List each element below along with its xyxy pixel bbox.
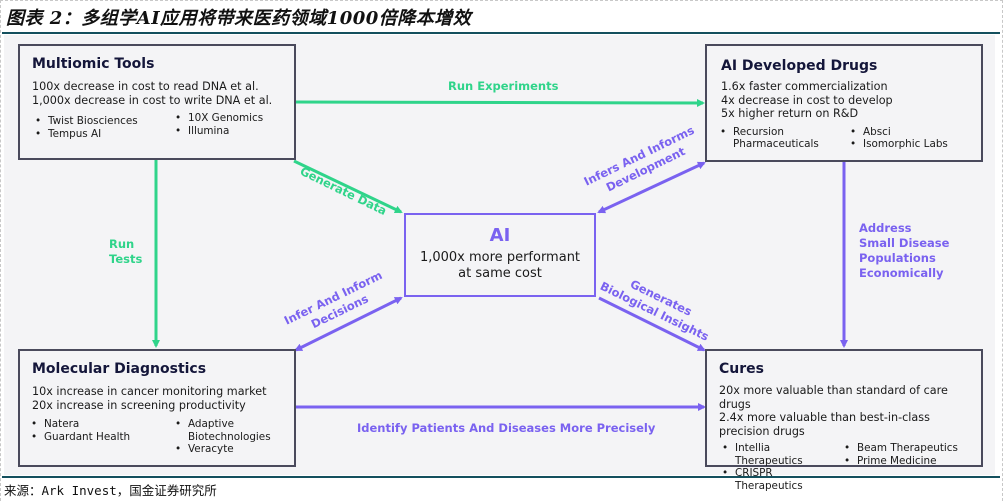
- box-ai-developed-drugs: AI Developed Drugs 1.6x faster commercia…: [705, 44, 983, 162]
- company-item: CRISPR Therapeutics: [719, 467, 841, 492]
- box-title: Cures: [719, 361, 764, 377]
- stat-line: 1.6x faster commercialization: [721, 80, 888, 93]
- box-molecular-diagnostics: Molecular Diagnostics 10x increase in ca…: [18, 349, 296, 467]
- label-line: Populations: [859, 251, 936, 265]
- label-line: Economically: [859, 266, 944, 280]
- stat-line: 20x increase in screening productivity: [32, 398, 246, 412]
- source-rule: [2, 476, 1000, 478]
- company-item: Prime Medicine: [841, 455, 958, 468]
- company-item: Isomorphic Labs: [847, 138, 948, 151]
- figure-title: 图表 2：多组学AI应用将带来医药领域1000倍降本增效: [6, 8, 472, 29]
- label-address-populations: Address Small Disease Populations Econom…: [859, 221, 949, 281]
- ai-subtitle-line: 1,000x more performant: [419, 250, 581, 265]
- arrow-run-experiments: [293, 98, 705, 107]
- stat-line: 20x more valuable than standard of care …: [719, 384, 948, 411]
- stat-line: 10x increase in cancer monitoring market: [32, 385, 267, 398]
- company-item: Recursion Pharmaceuticals: [717, 126, 833, 151]
- stat-line: 1,000x decrease in cost to write DNA et …: [32, 93, 273, 107]
- label-line: Address: [859, 221, 912, 235]
- label-run-experiments: Run Experiments: [448, 79, 559, 93]
- box-title: AI Developed Drugs: [721, 58, 878, 74]
- arrow-infers-development: [597, 161, 706, 214]
- title-rule: [2, 32, 1000, 34]
- box-title: Multiomic Tools: [32, 56, 155, 72]
- company-item: Illumina: [172, 125, 263, 138]
- arrow-generate-data: [293, 159, 403, 214]
- company-item: 10X Genomics: [172, 112, 263, 125]
- box-cures: Cures 20x more valuable than standard of…: [705, 349, 983, 492]
- ai-subtitle-line: at same cost: [458, 266, 542, 281]
- ai-center-box: AI 1,000x more performant at same cost: [404, 213, 596, 297]
- company-item: Veracyte: [172, 443, 278, 456]
- company-item: Beam Therapeutics: [841, 442, 958, 455]
- label-identify-patients: Identify Patients And Diseases More Prec…: [357, 421, 656, 435]
- arrow-generates-insights: [598, 296, 706, 352]
- arrow-infer-decisions: [294, 296, 403, 352]
- stat-line: 5x higher return on R&D: [721, 107, 859, 120]
- company-item: Intellia Therapeutics: [719, 442, 841, 467]
- label-line: Tests: [109, 252, 143, 266]
- label-line: Small Disease: [859, 236, 950, 250]
- ai-title: AI: [489, 225, 511, 246]
- company-item: Tempus AI: [32, 128, 172, 141]
- label-run-tests: Run Tests: [109, 237, 142, 267]
- company-item: Absci: [847, 126, 948, 139]
- company-item: Adaptive Biotechnologies: [172, 418, 278, 443]
- company-item: Twist Biosciences: [32, 115, 172, 128]
- box-title: Molecular Diagnostics: [32, 361, 207, 377]
- company-item: Natera: [28, 418, 172, 431]
- company-item: Guardant Health: [28, 431, 172, 444]
- source-note: 来源：Ark Invest，国金证券研究所: [4, 483, 217, 498]
- stat-line: 2.4x more valuable than best-in-class pr…: [719, 411, 930, 438]
- stat-line: 4x decrease in cost to develop: [721, 93, 893, 107]
- stat-line: 100x decrease in cost to read DNA et al.: [32, 80, 259, 93]
- box-multiomic-tools: Multiomic Tools 100x decrease in cost to…: [18, 44, 296, 160]
- label-line: Run: [109, 237, 135, 251]
